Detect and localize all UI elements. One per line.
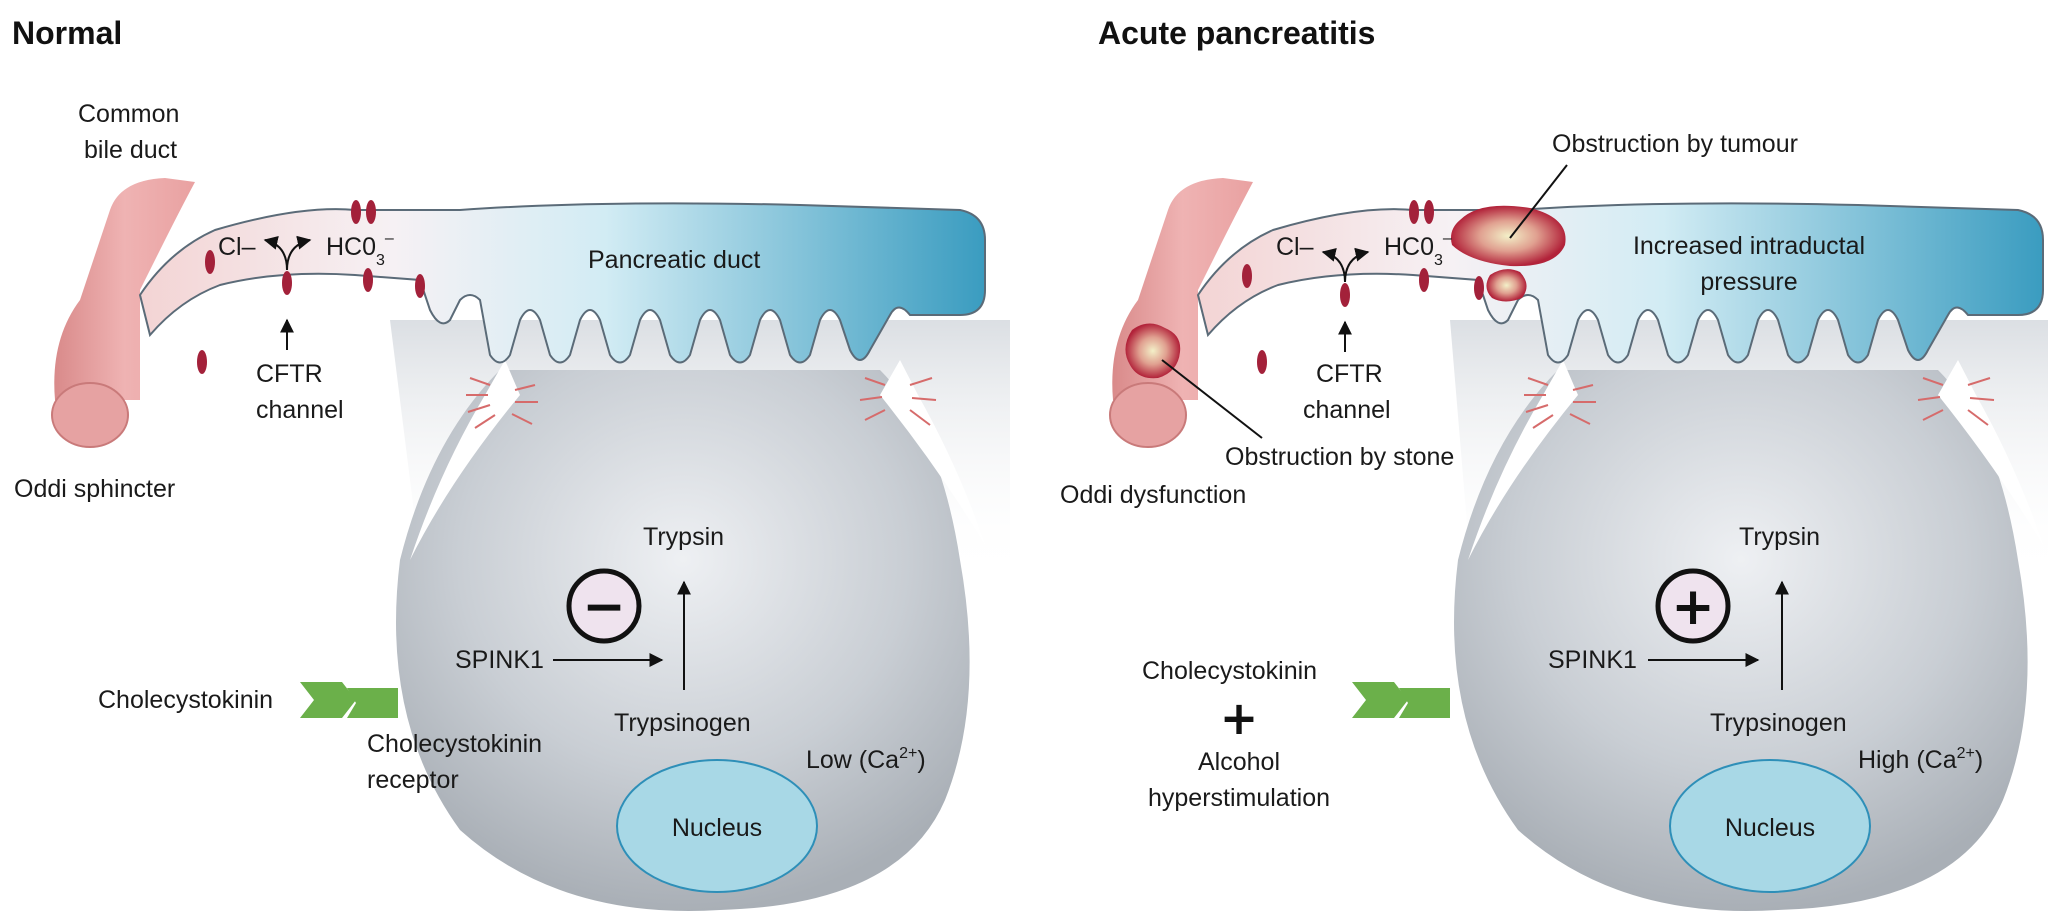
- cck-receptor: [1399, 688, 1450, 718]
- label-trypsinogen: Trypsinogen: [614, 709, 751, 737]
- ion-flow-arrows: [1321, 247, 1370, 352]
- label-bile-duct: bile duct: [84, 136, 177, 164]
- cell-gap-right: [880, 360, 985, 545]
- label-receptor-2: receptor: [367, 766, 459, 794]
- label-oddi-dysfunction: Oddi dysfunction: [1060, 481, 1246, 509]
- label-trypsin: Trypsin: [1739, 523, 1820, 551]
- label-cl: Cl–: [1276, 233, 1314, 261]
- tight-junction-left: [466, 377, 538, 429]
- tight-junction-left: [1524, 377, 1596, 429]
- normal-title: Normal: [12, 15, 122, 51]
- plus-symbol: +: [1671, 577, 1715, 637]
- label-alcohol: Alcohol: [1198, 748, 1280, 776]
- ion-flow-arrows: [263, 235, 312, 350]
- common-bile-duct: [54, 178, 196, 400]
- label-cl: Cl–: [218, 233, 256, 261]
- label-receptor-1: Cholecystokinin: [367, 730, 542, 758]
- oddi-sphincter-opening: [51, 382, 129, 448]
- label-channel: channel: [256, 396, 344, 424]
- label-stone: Obstruction by stone: [1225, 443, 1454, 471]
- activation-sign: [1655, 568, 1731, 644]
- tumour-pointer: [1509, 164, 1568, 239]
- label-pressure-1: Increased intraductal: [1633, 232, 1865, 260]
- nucleus: [1669, 759, 1871, 893]
- label-cftr: CFTR: [256, 360, 323, 388]
- cck-ligand: [300, 682, 356, 718]
- label-trypsinogen: Trypsinogen: [1710, 709, 1847, 737]
- label-nucleus: Nucleus: [672, 814, 762, 842]
- pancreatic-duct: [138, 202, 986, 364]
- acinar-cell: [396, 370, 970, 911]
- oddi-opening: [1109, 382, 1187, 448]
- label-tumour: Obstruction by tumour: [1552, 130, 1798, 158]
- label-hco3: HC03–: [326, 230, 394, 269]
- cell-gap-left: [1468, 360, 1578, 560]
- cck-ligand: [1352, 682, 1408, 718]
- label-hco3: HC03–: [1384, 230, 1452, 269]
- label-calcium: High (Ca2+): [1858, 745, 1983, 774]
- label-spink1: SPINK1: [1548, 646, 1637, 674]
- pancreatic-duct: [1196, 202, 2044, 364]
- inhibition-sign: [566, 568, 642, 644]
- label-hyperstimulation: hyperstimulation: [1148, 784, 1330, 812]
- tight-junction-right: [859, 377, 937, 426]
- label-trypsin: Trypsin: [643, 523, 724, 551]
- label-oddi-sphincter: Oddi sphincter: [14, 475, 175, 503]
- label-pancreatic-duct: Pancreatic duct: [588, 246, 760, 274]
- acute-title: Acute pancreatitis: [1098, 15, 1375, 51]
- acinar-cell: [1454, 370, 2028, 911]
- cck-receptor: [347, 688, 398, 718]
- label-spink1: SPINK1: [455, 646, 544, 674]
- label-cftr: CFTR: [1316, 360, 1383, 388]
- minus-symbol: −: [582, 577, 626, 637]
- ion-channels: [1242, 200, 1484, 374]
- normal-panel: Normal: [12, 15, 1010, 911]
- label-nucleus: Nucleus: [1725, 814, 1815, 842]
- label-pressure-2: pressure: [1700, 268, 1797, 296]
- acute-panel: Acute pancreatitis: [1060, 15, 2048, 911]
- tight-junction-right: [1917, 377, 1995, 426]
- tumour-obstruction: [1451, 205, 1566, 267]
- label-cholecystokinin: Cholecystokinin: [98, 686, 273, 714]
- stone-pointer: [1161, 359, 1263, 439]
- combination-plus: +: [1220, 691, 1259, 745]
- cell-gap-right: [1938, 360, 2043, 545]
- nucleus: [616, 759, 818, 893]
- label-common: Common: [78, 100, 179, 128]
- ion-channels: [197, 200, 425, 374]
- tumour-obstruction-small: [1486, 269, 1527, 302]
- cell-gap-left: [410, 360, 520, 560]
- label-channel: channel: [1303, 396, 1391, 424]
- label-calcium: Low (Ca2+): [806, 745, 926, 774]
- label-cholecystokinin: Cholecystokinin: [1142, 657, 1317, 685]
